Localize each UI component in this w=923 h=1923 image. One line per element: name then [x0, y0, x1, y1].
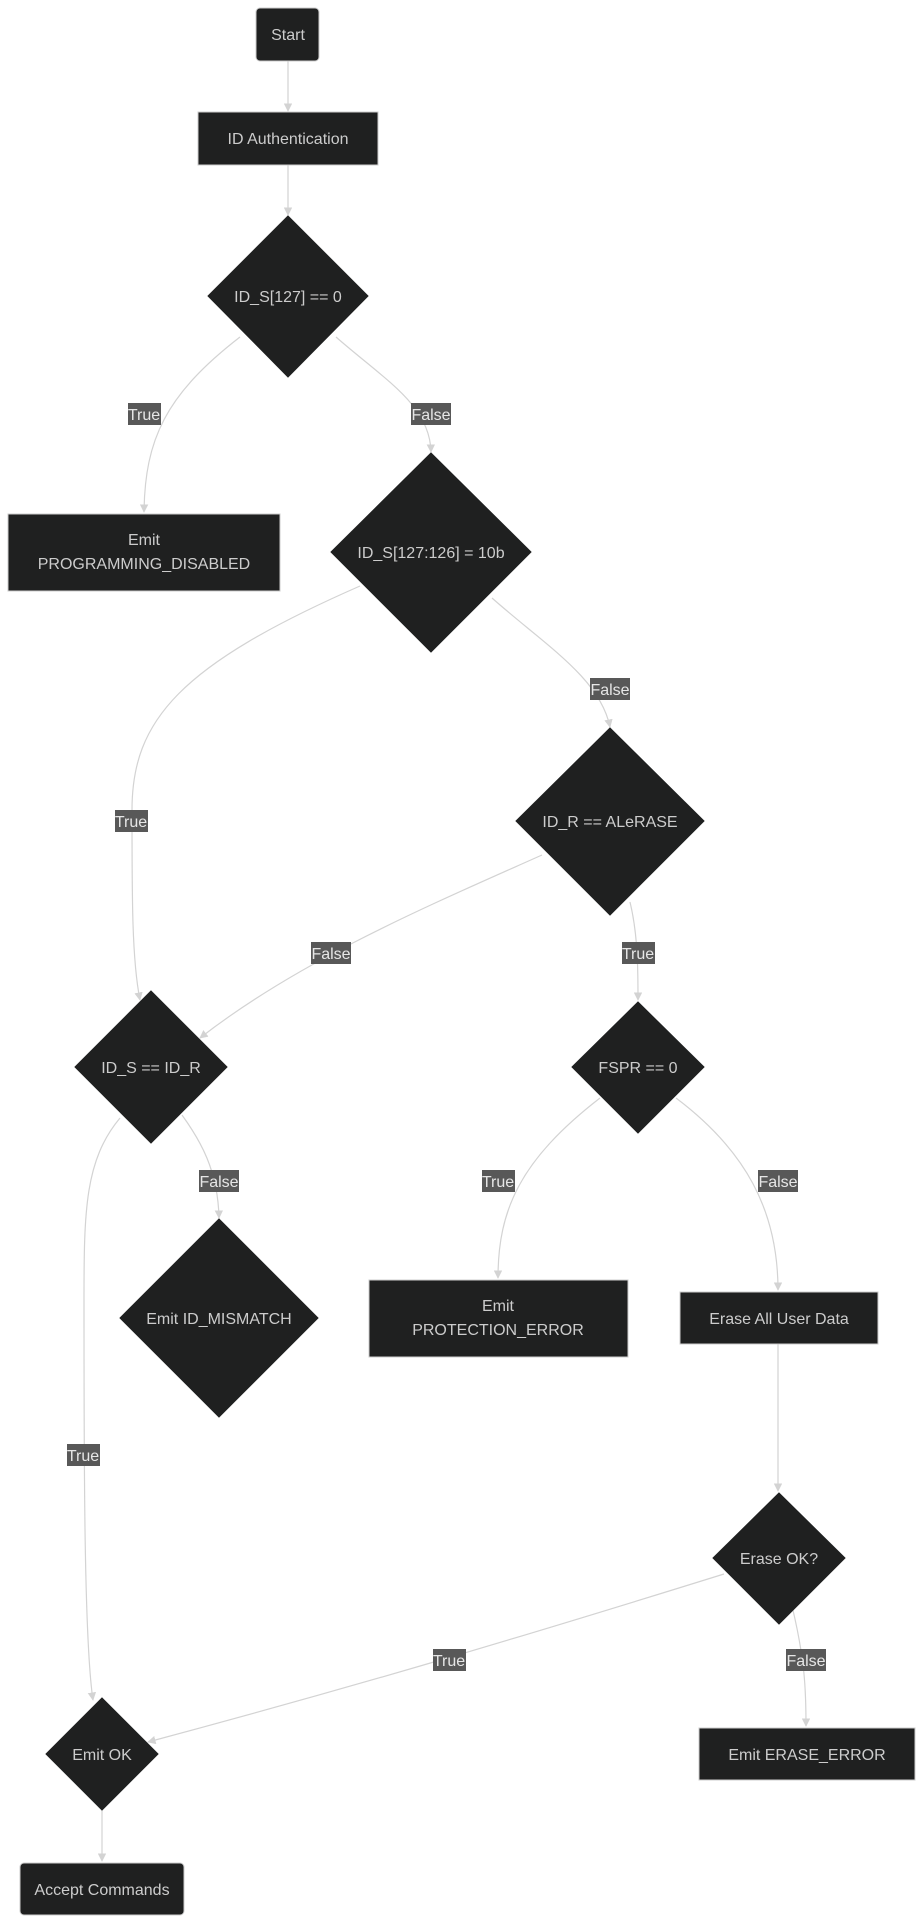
svg-text:Emit: Emit — [128, 532, 161, 549]
decision-fspr: FSPR == 0 — [571, 1001, 705, 1134]
svg-text:True: True — [115, 814, 147, 831]
edge-alerase-false — [199, 854, 543, 1039]
edge-label-seqr-false: False — [199, 1170, 239, 1192]
svg-text:True: True — [67, 1448, 99, 1465]
svg-text:False: False — [590, 682, 629, 699]
edge-s127-true — [139, 336, 241, 513]
svg-text:Start: Start — [271, 27, 305, 44]
node-emit-ok: Emit OK — [45, 1697, 159, 1811]
node-start: Start — [255, 7, 320, 62]
node-id-authentication: ID Authentication — [197, 111, 379, 166]
edge-label-alerase-true: True — [622, 942, 655, 964]
edge-eraseok-false — [791, 1605, 811, 1727]
svg-text:Erase All User Data: Erase All User Data — [709, 1311, 849, 1328]
edge-label-eraseok-false: False — [786, 1649, 826, 1671]
edge-s127-false — [335, 336, 436, 453]
svg-text:Emit: Emit — [482, 1298, 515, 1315]
svg-text:True: True — [622, 946, 654, 963]
svg-text:Emit ID_MISMATCH: Emit ID_MISMATCH — [146, 1311, 291, 1328]
svg-text:Accept Commands: Accept Commands — [34, 1882, 169, 1899]
edge-fspr-false — [675, 1097, 783, 1291]
svg-text:ID_S == ID_R: ID_S == ID_R — [101, 1060, 201, 1077]
decision-erase-ok: Erase OK? — [712, 1492, 846, 1625]
svg-text:True: True — [482, 1174, 514, 1191]
edge-label-seqr-true: True — [67, 1444, 100, 1466]
svg-text:FSPR == 0: FSPR == 0 — [598, 1060, 677, 1077]
svg-text:False: False — [786, 1653, 825, 1670]
svg-text:Emit ERASE_ERROR: Emit ERASE_ERROR — [728, 1747, 885, 1764]
node-emit-erase-error: Emit ERASE_ERROR — [698, 1727, 916, 1781]
edge-s127-126-false — [491, 597, 613, 728]
node-erase-all-user-data: Erase All User Data — [679, 1291, 879, 1345]
svg-text:True: True — [433, 1653, 465, 1670]
edge-label-s127-true: True — [128, 403, 161, 425]
edge-label-s127-126-true: True — [115, 810, 148, 832]
decision-id-s127-126: ID_S[127:126] = 10b — [330, 452, 532, 653]
decision-id-s127: ID_S[127] == 0 — [207, 215, 369, 378]
edge-label-alerase-false: False — [311, 942, 351, 964]
svg-text:Emit OK: Emit OK — [72, 1747, 132, 1764]
edge-label-s127-false: False — [411, 403, 451, 425]
svg-text:ID_S[127:126] = 10b: ID_S[127:126] = 10b — [357, 545, 504, 562]
node-accept-commands: Accept Commands — [19, 1862, 185, 1916]
svg-text:True: True — [128, 407, 160, 424]
edge-label-fspr-false: False — [758, 1170, 798, 1192]
svg-text:False: False — [311, 946, 350, 963]
edge-seqr-false — [181, 1114, 224, 1219]
edge-fspr-true — [493, 1097, 601, 1279]
svg-text:ID_R == ALeRASE: ID_R == ALeRASE — [542, 814, 677, 831]
node-emit-programming-disabled: Emit PROGRAMMING_DISABLED — [7, 513, 281, 592]
decision-id-s-eq-id-r: ID_S == ID_R — [74, 990, 228, 1144]
svg-text:PROTECTION_ERROR: PROTECTION_ERROR — [412, 1322, 584, 1339]
node-emit-protection-error: Emit PROTECTION_ERROR — [368, 1279, 629, 1358]
edge-labels: True False True False False True False — [67, 403, 826, 1671]
svg-text:ID Authentication: ID Authentication — [228, 131, 349, 148]
svg-text:Erase OK?: Erase OK? — [740, 1551, 818, 1568]
svg-text:False: False — [199, 1174, 238, 1191]
node-emit-id-mismatch: Emit ID_MISMATCH — [119, 1218, 319, 1418]
edge-seqr-true — [83, 1117, 121, 1701]
svg-text:False: False — [411, 407, 450, 424]
edges — [83, 61, 811, 1862]
svg-text:PROGRAMMING_DISABLED: PROGRAMMING_DISABLED — [38, 556, 250, 573]
edge-label-eraseok-true: True — [433, 1649, 466, 1671]
edge-s127-126-true — [131, 585, 361, 1001]
edge-label-s127-126-false: False — [590, 678, 630, 700]
decision-id-r-alerase: ID_R == ALeRASE — [515, 727, 705, 916]
svg-text:ID_S[127] == 0: ID_S[127] == 0 — [234, 289, 342, 306]
svg-text:False: False — [758, 1174, 797, 1191]
edge-label-fspr-true: True — [482, 1170, 515, 1192]
